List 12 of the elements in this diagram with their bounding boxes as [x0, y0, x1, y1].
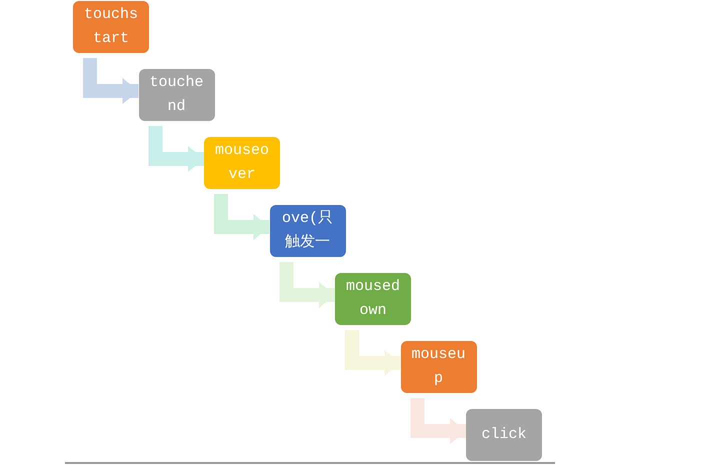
- event-box: ove(只触发一: [270, 205, 346, 257]
- event-box: touchstart: [73, 1, 149, 53]
- elbow-arrow: [280, 262, 335, 308]
- elbow-arrow: [83, 58, 138, 104]
- elbow-arrow: [214, 194, 270, 240]
- elbow-arrow: [345, 330, 400, 376]
- event-box: mousedown: [335, 273, 411, 325]
- event-box: mouseover: [204, 137, 280, 189]
- event-box: touchend: [138, 69, 214, 121]
- event-box: click: [466, 409, 542, 461]
- event-box: mouseup: [400, 341, 476, 393]
- elbow-arrow: [410, 398, 466, 444]
